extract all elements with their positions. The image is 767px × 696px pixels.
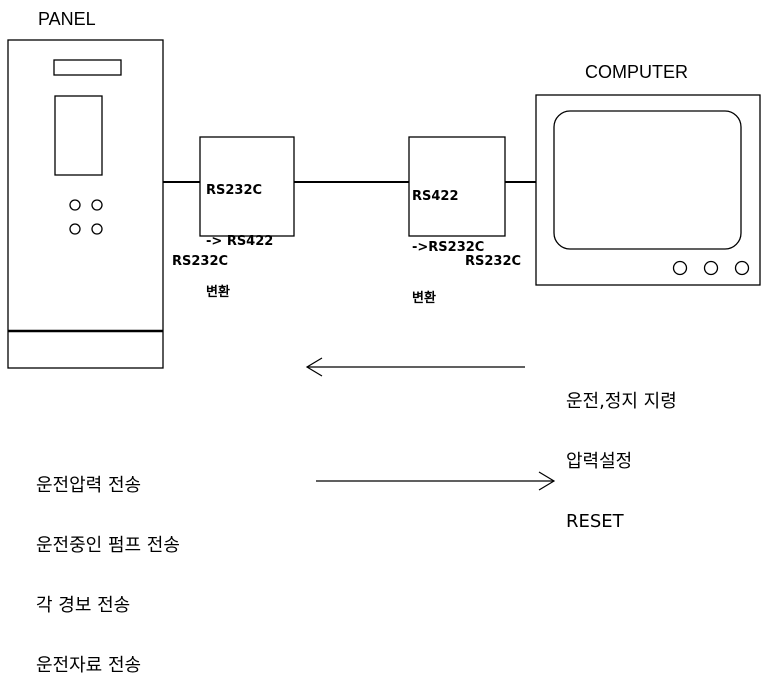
data-item: 각 경보 전송	[36, 595, 131, 616]
command-item: 압력설정	[566, 451, 633, 472]
system-diagram	[7, 39, 761, 491]
converter-left-label: RS232C -> RS422 변환	[206, 148, 273, 318]
port-label-right: RS232C	[465, 254, 522, 269]
data-item: 운전압력 전송	[36, 475, 142, 496]
converter-right-line: ->RS232C	[412, 240, 485, 255]
panel-display	[54, 95, 103, 176]
converter-left-box	[199, 136, 295, 237]
monitor-button	[734, 260, 750, 276]
data-item: 운전자료 전송	[36, 655, 142, 676]
panel-button	[69, 199, 81, 211]
arrow-to-panel	[305, 357, 525, 377]
panel-title: PANEL	[38, 9, 96, 29]
panel-body	[7, 39, 164, 369]
converter-left-line: -> RS422	[206, 234, 274, 249]
command-item: 운전,정지 지령	[566, 391, 677, 412]
monitor-body	[535, 94, 761, 286]
monitor-screen	[553, 110, 742, 250]
monitor-button	[672, 260, 688, 276]
arrow-to-computer	[316, 471, 556, 491]
data-to-computer: 운전압력 전송 운전중인 펌프 전송 각 경보 전송 운전자료 전송	[36, 436, 180, 696]
data-item: 운전중인 펌프 전송	[36, 535, 180, 556]
monitor-buttons	[672, 260, 750, 276]
monitor-button	[703, 260, 719, 276]
converter-right-box	[408, 136, 506, 237]
panel-nameplate	[53, 59, 122, 76]
converter-right-line: 변환	[412, 291, 436, 306]
converter-left-line: 변환	[206, 285, 230, 300]
command-item: RESET	[566, 511, 624, 532]
port-label-left: RS232C	[172, 254, 229, 269]
panel-button	[91, 223, 103, 235]
panel-cabinet	[7, 39, 164, 369]
computer-monitor	[535, 94, 761, 286]
panel-buttons	[69, 199, 103, 235]
converter-right-label: RS422 ->RS232C 변환	[412, 154, 484, 324]
converter-right-line: RS422	[412, 189, 459, 204]
commands-to-panel: 운전,정지 지령 압력설정 RESET	[566, 352, 677, 552]
panel-button	[69, 223, 81, 235]
converter-left-line: RS232C	[206, 183, 263, 198]
panel-button	[91, 199, 103, 211]
computer-title: COMPUTER	[585, 62, 688, 82]
